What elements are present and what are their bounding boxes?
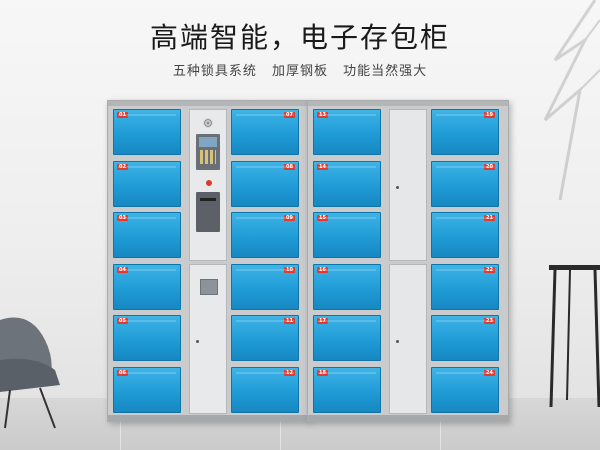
locker-door[interactable]: 16 [313, 263, 381, 310]
locker-number: 13 [317, 112, 328, 118]
locker-door[interactable]: 11 [231, 315, 299, 361]
scanner-window [200, 279, 218, 295]
locker-door[interactable]: 13 [313, 109, 381, 155]
door-lock-icon[interactable] [196, 340, 199, 343]
locker-door[interactable]: 18 [313, 366, 381, 413]
locker-number: 17 [317, 318, 328, 324]
speaker-icon [203, 118, 213, 128]
locker-cabinet-right: 13 14 15 16 17 18 19 20 21 22 23 24 [307, 100, 509, 422]
locker-number: 15 [317, 215, 328, 221]
service-door-upper[interactable] [389, 109, 427, 261]
ticket-printer [196, 192, 220, 232]
locker-number: 03 [117, 215, 128, 221]
feature-power: 功能当然强大 [343, 64, 428, 79]
red-button[interactable] [206, 180, 212, 186]
locker-door[interactable]: 14 [313, 160, 381, 207]
locker-number: 04 [117, 266, 128, 273]
locker-number: 01 [117, 112, 128, 118]
locker-number: 19 [484, 112, 495, 118]
stool-decoration [549, 265, 600, 408]
floor-seam [440, 398, 441, 450]
locker-number: 06 [117, 369, 128, 376]
locker-number: 20 [484, 163, 495, 170]
locker-door[interactable]: 04 [113, 263, 181, 310]
locker-number: 12 [284, 369, 295, 376]
locker-door[interactable]: 19 [431, 109, 499, 155]
locker-door[interactable]: 23 [431, 315, 499, 361]
locker-door[interactable]: 20 [431, 160, 499, 207]
locker-door[interactable]: 06 [113, 366, 181, 413]
locker-number: 16 [317, 266, 328, 273]
locker-door[interactable]: 07 [231, 109, 299, 155]
cabinet-base [108, 415, 308, 421]
locker-number: 02 [117, 163, 128, 170]
locker-number: 08 [284, 163, 295, 170]
locker-number: 24 [484, 369, 495, 376]
locker-number: 09 [284, 215, 295, 221]
feature-line: 五种锁具系统 加厚钢板 功能当然强大 [0, 60, 600, 79]
locker-door[interactable]: 02 [113, 160, 181, 207]
locker-door[interactable]: 08 [231, 160, 299, 207]
locker-number: 10 [284, 266, 295, 273]
keypad-buttons[interactable] [200, 150, 216, 164]
keypad-terminal[interactable] [196, 134, 220, 170]
locker-door[interactable]: 17 [313, 315, 381, 361]
locker-number: 22 [484, 266, 495, 273]
locker-cabinet-left: 01 02 03 04 05 06 07 08 09 10 11 12 [107, 100, 309, 422]
locker-number: 14 [317, 163, 328, 170]
locker-door[interactable]: 22 [431, 263, 499, 310]
door-lock-icon[interactable] [396, 186, 399, 189]
cabinet-top [108, 101, 308, 106]
locker-door[interactable]: 09 [231, 212, 299, 258]
locker-number: 23 [484, 318, 495, 324]
locker-door[interactable]: 10 [231, 263, 299, 310]
terminal-screen [199, 137, 217, 147]
locker-door[interactable]: 05 [113, 315, 181, 361]
control-panel [189, 109, 227, 261]
locker-number: 18 [317, 369, 328, 376]
feature-lock: 五种锁具系统 [172, 64, 257, 79]
floor-seam [120, 398, 121, 450]
locker-number: 07 [284, 112, 295, 118]
locker-number: 05 [117, 318, 128, 324]
door-lock-icon[interactable] [396, 340, 399, 343]
service-door-lower[interactable] [389, 264, 427, 414]
floor-seam [280, 398, 281, 450]
maintenance-door[interactable] [189, 264, 227, 414]
locker-door[interactable]: 15 [313, 212, 381, 258]
locker-door[interactable]: 24 [431, 366, 499, 413]
armchair-decoration [0, 317, 60, 429]
locker-door[interactable]: 12 [231, 366, 299, 413]
locker-door[interactable]: 21 [431, 212, 499, 258]
cabinet-base [308, 415, 508, 421]
feature-steel: 加厚钢板 [271, 64, 328, 79]
ticket-slot[interactable] [200, 198, 216, 201]
cabinet-top [308, 101, 508, 106]
locker-door[interactable]: 03 [113, 212, 181, 258]
tree-shadow-decoration [543, 0, 600, 200]
page-title: 高端智能，电子存包柜 [149, 21, 450, 54]
locker-number: 11 [284, 318, 295, 324]
locker-door[interactable]: 01 [113, 109, 181, 155]
locker-number: 21 [484, 215, 495, 221]
